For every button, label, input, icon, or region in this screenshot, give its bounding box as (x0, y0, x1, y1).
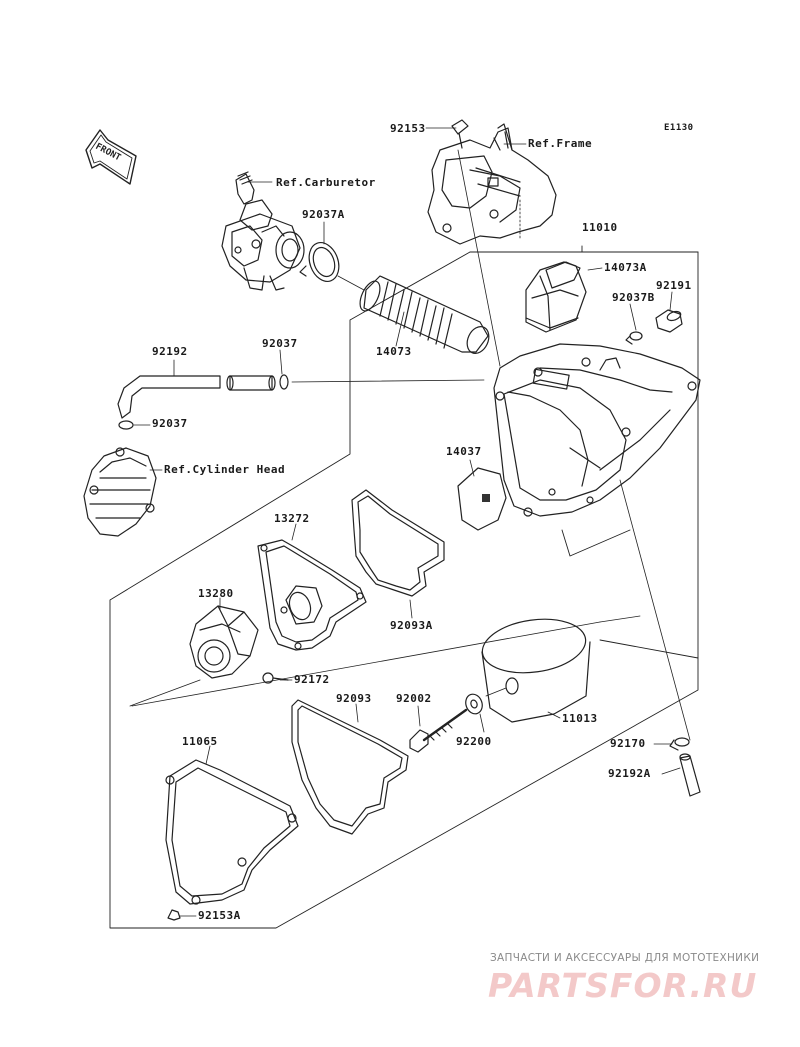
frame-reference (427, 123, 557, 245)
part-label-13272: 13272 (274, 512, 310, 525)
part-label-92191: 92191 (656, 279, 692, 292)
front-arrow-icon: FRONT (85, 129, 137, 185)
plate-14037 (457, 467, 507, 531)
hose-92192 (117, 375, 276, 419)
elbow-14073A (525, 261, 587, 333)
clip-92037 (118, 420, 134, 430)
part-label-92192A: 92192A (608, 767, 651, 780)
diagram-code: E1130 (664, 123, 694, 133)
cylinder-head-reference (83, 447, 157, 537)
air-box-housing-11010 (493, 343, 701, 517)
filter-element-11013 (481, 618, 591, 723)
part-label-92037A: 92037A (302, 208, 345, 221)
clip-92037B (625, 331, 643, 345)
plate-13272 (257, 539, 367, 651)
ref-cylinder-head-label: Ref.Cylinder Head (164, 463, 286, 476)
watermark-logo: PARTSFOR.RU (488, 966, 758, 1005)
part-label-92153A: 92153A (198, 909, 241, 922)
watermark-tagline: ЗАПЧАСТИ И АКСЕССУАРЫ ДЛЯ МОТОТЕХНИКИ (490, 952, 760, 964)
part-label-14073A: 14073A (604, 261, 647, 274)
part-label-92170: 92170 (610, 737, 646, 750)
leader-lines (133, 127, 681, 917)
part-label-14037: 14037 (446, 445, 482, 458)
clamp-92037A (299, 242, 340, 282)
gasket-92093A (351, 489, 445, 597)
part-label-92200: 92200 (456, 735, 492, 748)
cap-92191 (655, 309, 683, 333)
part-label-92037: 92037 (152, 417, 188, 430)
ref-frame-label: Ref.Frame (528, 137, 593, 150)
hose-92192A (679, 753, 701, 797)
assembly-lines (131, 149, 691, 741)
part-label-92192: 92192 (152, 345, 188, 358)
part-label-92172: 92172 (294, 673, 330, 686)
clamp-92170 (669, 737, 690, 751)
group-box-lines (109, 245, 699, 929)
clip-92037-hose (279, 374, 289, 390)
bolt-92153 (451, 119, 469, 149)
part-label-11010: 11010 (582, 221, 618, 234)
carburetor (221, 171, 305, 291)
part-label-92037-hose: 92037 (262, 337, 298, 350)
part-label-11065: 11065 (182, 735, 218, 748)
bolt-92002 (409, 708, 468, 753)
gasket-92093 (291, 699, 409, 835)
cover-11065 (165, 759, 299, 921)
part-label-92037B: 92037B (612, 291, 655, 304)
part-label-13280: 13280 (198, 587, 234, 600)
bracket-13280 (189, 605, 259, 679)
part-label-92093: 92093 (336, 692, 372, 705)
washer-92200 (465, 693, 483, 715)
ref-carburetor-label: Ref.Carburetor (276, 176, 376, 189)
intake-duct-14073 (359, 275, 490, 354)
part-label-14073: 14073 (376, 345, 412, 358)
part-label-11013: 11013 (562, 712, 598, 725)
part-label-92153: 92153 (390, 122, 426, 135)
part-label-92002: 92002 (396, 692, 432, 705)
part-label-92093A: 92093A (390, 619, 433, 632)
